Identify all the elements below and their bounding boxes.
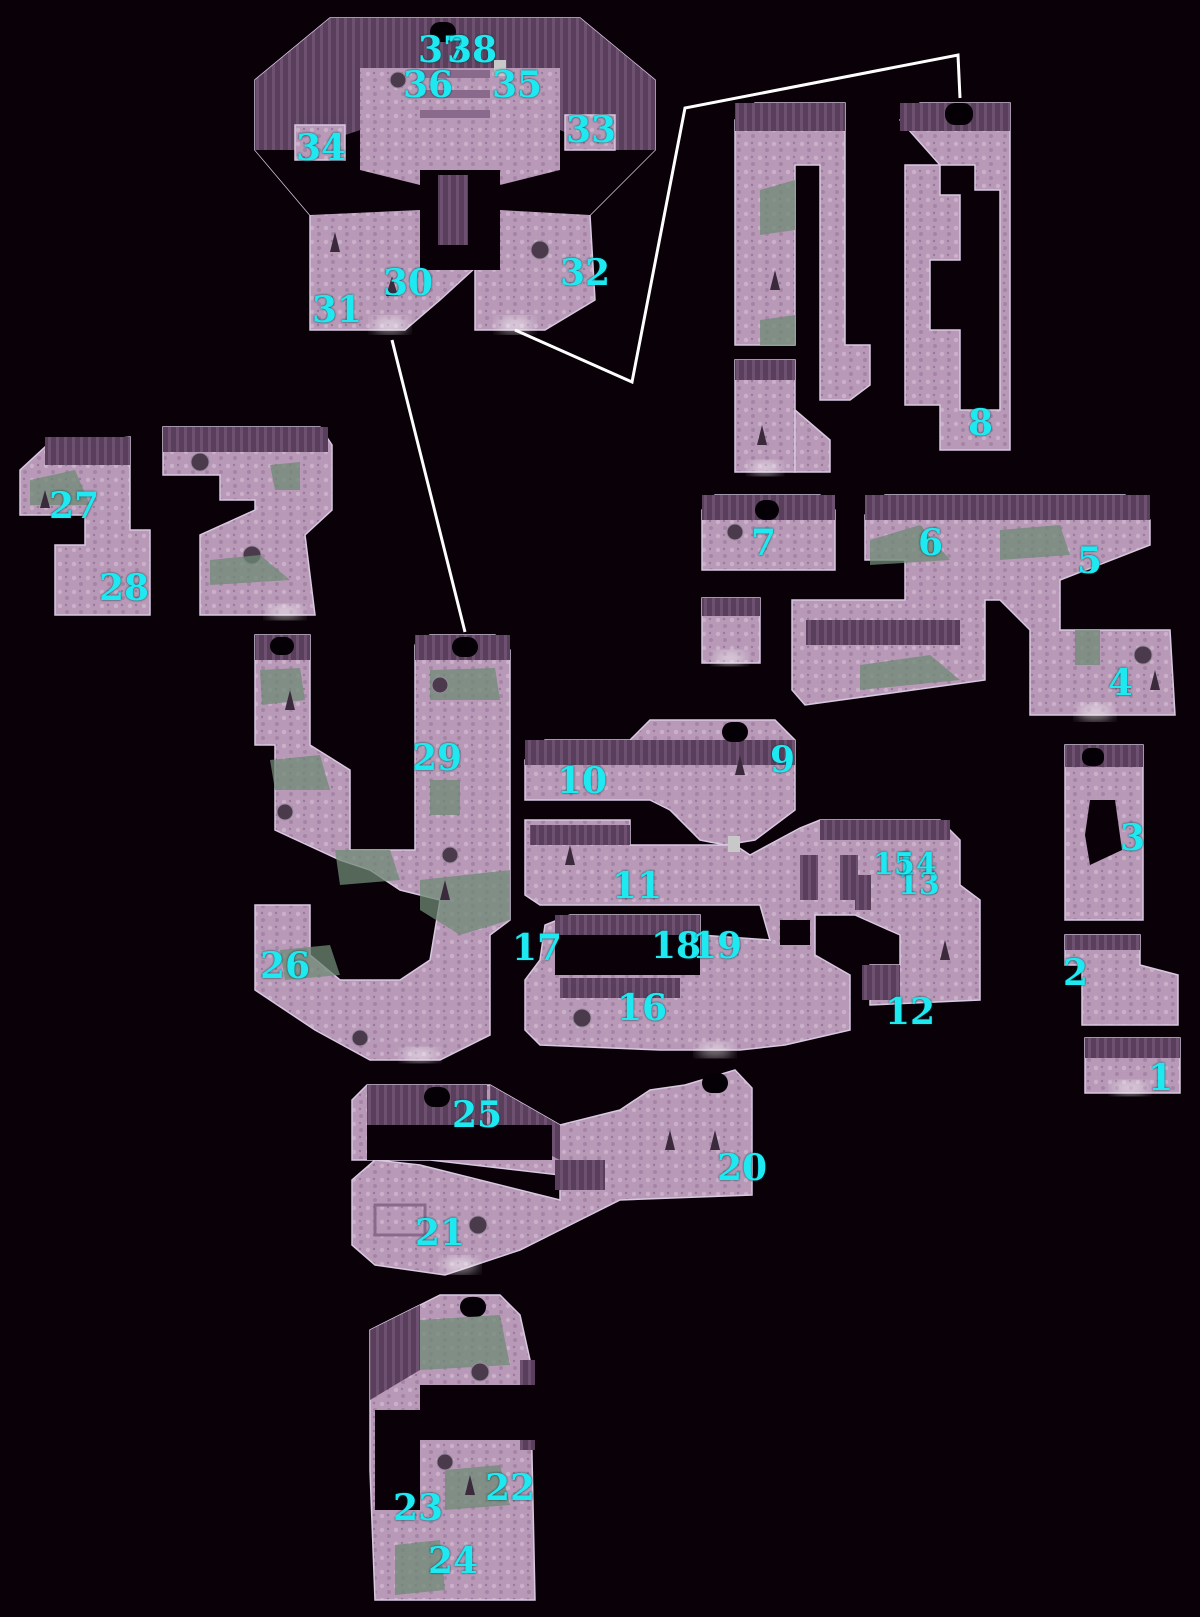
label-21: 21 (415, 1212, 466, 1254)
area-22-24 (369, 1294, 536, 1601)
connector-32-to-8 (514, 53, 962, 385)
label-2: 2 (1063, 952, 1089, 994)
label-7: 7 (751, 522, 777, 564)
label-17: 17 (512, 927, 563, 969)
label-37: 37 (418, 29, 469, 71)
label-23: 23 (393, 1487, 444, 1529)
label-12: 12 (885, 991, 936, 1033)
connector-30-to-29 (390, 339, 467, 633)
area-27-28 (19, 426, 333, 619)
label-5: 5 (1077, 540, 1103, 582)
label-14: 14 (895, 847, 937, 882)
label-1: 1 (1148, 1057, 1174, 1099)
label-35: 35 (492, 64, 543, 106)
label-33: 33 (566, 109, 617, 151)
label-16: 16 (617, 987, 668, 1029)
label-28: 28 (99, 567, 150, 609)
label-32: 32 (560, 252, 611, 294)
label-11: 11 (612, 865, 663, 907)
label-18: 18 (651, 925, 702, 967)
area-top-chamber (254, 17, 656, 333)
area-4-7 (701, 494, 1176, 720)
label-30: 30 (383, 262, 434, 304)
connector-lines (390, 53, 962, 633)
label-6: 6 (918, 522, 944, 564)
area-20-21-25 (351, 1069, 753, 1276)
label-24: 24 (428, 1540, 479, 1582)
label-26: 26 (260, 945, 311, 987)
area-corridors-8 (734, 102, 1011, 475)
label-29: 29 (412, 737, 463, 779)
label-22: 22 (485, 1467, 536, 1509)
label-36: 36 (403, 64, 454, 106)
label-25: 25 (452, 1094, 503, 1136)
area-26-29 (254, 634, 511, 1062)
label-19: 19 (692, 925, 743, 967)
label-13: 13 (898, 867, 940, 902)
label-27: 27 (49, 485, 100, 527)
label-9: 9 (770, 739, 796, 781)
label-20: 20 (717, 1147, 768, 1189)
label-4: 4 (1108, 662, 1134, 704)
area-9-19 (524, 719, 981, 1057)
label-10: 10 (557, 760, 608, 802)
label-15: 15 (873, 847, 915, 882)
label-8: 8 (968, 402, 994, 444)
label-31: 31 (312, 289, 363, 331)
label-34: 34 (296, 127, 347, 169)
area-1-3 (1064, 744, 1181, 1095)
label-3: 3 (1120, 817, 1146, 859)
label-38: 38 (447, 29, 498, 71)
